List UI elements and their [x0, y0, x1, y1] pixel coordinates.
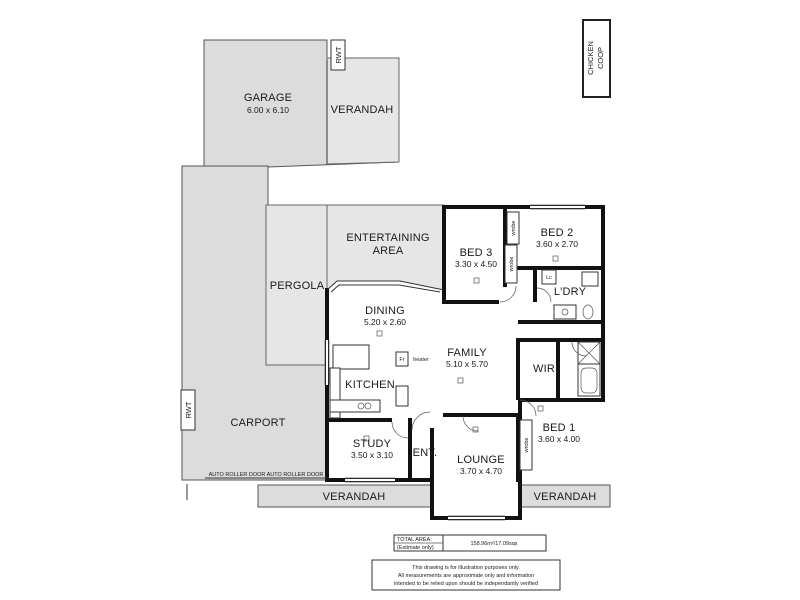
- ldry-label: L'DRY: [554, 286, 587, 298]
- kitchen-bench-west: [329, 367, 341, 419]
- wall-study: [325, 393, 434, 482]
- lc-box: [541, 269, 557, 285]
- door-swing-ldry: [536, 287, 552, 303]
- light-icon-bed3: [473, 277, 480, 284]
- wrobe-bed2-box: [506, 211, 520, 245]
- shower-x2: [577, 341, 601, 365]
- wrobe-bed2-label: wrobe: [511, 221, 517, 237]
- light-icon-dining: [376, 330, 383, 337]
- fr-label: Fr: [399, 357, 404, 363]
- wrobe-bed3-label: wrobe: [509, 257, 515, 273]
- auto-door-label: AUTO ROLLER DOOR AUTO ROLLER DOOR: [209, 472, 324, 478]
- area-value: 158.96m²/17.09sqs: [470, 541, 517, 547]
- bed3-name: BED 3: [460, 247, 493, 259]
- heater-label: heater: [413, 357, 429, 363]
- wir-label: WIR: [533, 363, 555, 375]
- garage-name: GARAGE: [244, 92, 292, 104]
- door-swing-lounge: [462, 415, 479, 432]
- wrobe-bed3-box: [504, 244, 518, 284]
- family-dims: 5.10 x 5.70: [446, 359, 488, 369]
- rwt-left-label: RWT: [184, 401, 193, 418]
- bath-inner: [580, 367, 598, 394]
- door-swing-ent: [411, 411, 431, 431]
- bed2-dims: 3.60 x 2.70: [536, 239, 578, 249]
- laundry-trough: [553, 304, 577, 320]
- family-name: FAMILY: [447, 347, 487, 359]
- carport-label: CARPORT: [231, 417, 286, 429]
- entertaining-line1: ENTERTAINING: [346, 232, 429, 244]
- disclaimer-line1: This drawing is for illustration purpose…: [412, 565, 520, 571]
- light-icon-lounge: [472, 426, 479, 433]
- door-swing-study: [391, 421, 409, 439]
- rwt-top-box: [330, 39, 346, 71]
- light-icon-bed1: [537, 405, 544, 412]
- bed3-dims: 3.30 x 4.50: [455, 259, 497, 269]
- wrobe-bed1-label: wrobe: [524, 438, 530, 454]
- pergola-label: PERGOLA: [270, 280, 325, 292]
- chicken-coop-line2: COOP: [596, 47, 605, 69]
- entertaining-line2: AREA: [373, 245, 404, 257]
- lounge-dims: 3.70 x 4.70: [460, 466, 502, 476]
- laundry-sink-icon: [561, 308, 569, 316]
- wall-bay-inner: [330, 284, 441, 293]
- door-swing-bed3: [499, 285, 517, 303]
- fridge-box: [395, 351, 409, 367]
- toilet-box: [581, 271, 599, 287]
- dining-name: DINING: [365, 305, 405, 317]
- chicken-coop-line1: CHICKEN: [586, 41, 595, 75]
- wall-bay: [326, 280, 445, 291]
- disclaimer-line3: intended to be relied upon should be ind…: [394, 581, 538, 587]
- disclaimer-line2: All measurements are approximate only an…: [398, 573, 534, 579]
- disclaimer-box: [371, 559, 561, 591]
- rwt-top-label: RWT: [334, 46, 343, 63]
- sink-icon-2: [364, 402, 372, 410]
- entry-label: ENT.: [413, 447, 438, 459]
- area-note: (Estimate only): [397, 545, 434, 551]
- light-icon-family: [457, 377, 464, 384]
- sink-icon: [357, 402, 365, 410]
- area-label: TOTAL AREA:: [397, 537, 432, 543]
- study-dims: 3.50 x 3.10: [351, 450, 393, 460]
- bed1-dims: 3.60 x 4.00: [538, 434, 580, 444]
- rwt-left-box: [180, 389, 196, 431]
- garage-dims: 6.00 x 6.10: [247, 105, 289, 115]
- light-icon-study: [363, 435, 370, 442]
- bath-box: [577, 363, 601, 397]
- kitchen-label: KITCHEN: [345, 379, 395, 391]
- pantry-box: [395, 385, 409, 407]
- verandah-bottom-right-label: VERANDAH: [534, 491, 597, 503]
- kitchen-bench-south: [329, 399, 381, 413]
- bed1-name: BED 1: [543, 422, 576, 434]
- lc-label: Lc: [546, 275, 552, 281]
- verandah-top-label: VERANDAH: [331, 104, 394, 116]
- chicken-coop-box: [582, 19, 611, 98]
- lounge-name: LOUNGE: [457, 454, 505, 466]
- toilet-icon: [582, 304, 594, 320]
- door-swing-bed1: [519, 399, 537, 417]
- wrobe-bed1-box: [519, 419, 533, 471]
- study-name: STUDY: [353, 438, 392, 450]
- light-icon-bed2: [552, 255, 559, 262]
- door-swing-bath: [571, 341, 587, 357]
- dining-dims: 5.20 x 2.60: [364, 317, 406, 327]
- verandah-bottom-left-label: VERANDAH: [323, 491, 386, 503]
- kitchen-island: [332, 344, 370, 370]
- bed2-name: BED 2: [541, 227, 574, 239]
